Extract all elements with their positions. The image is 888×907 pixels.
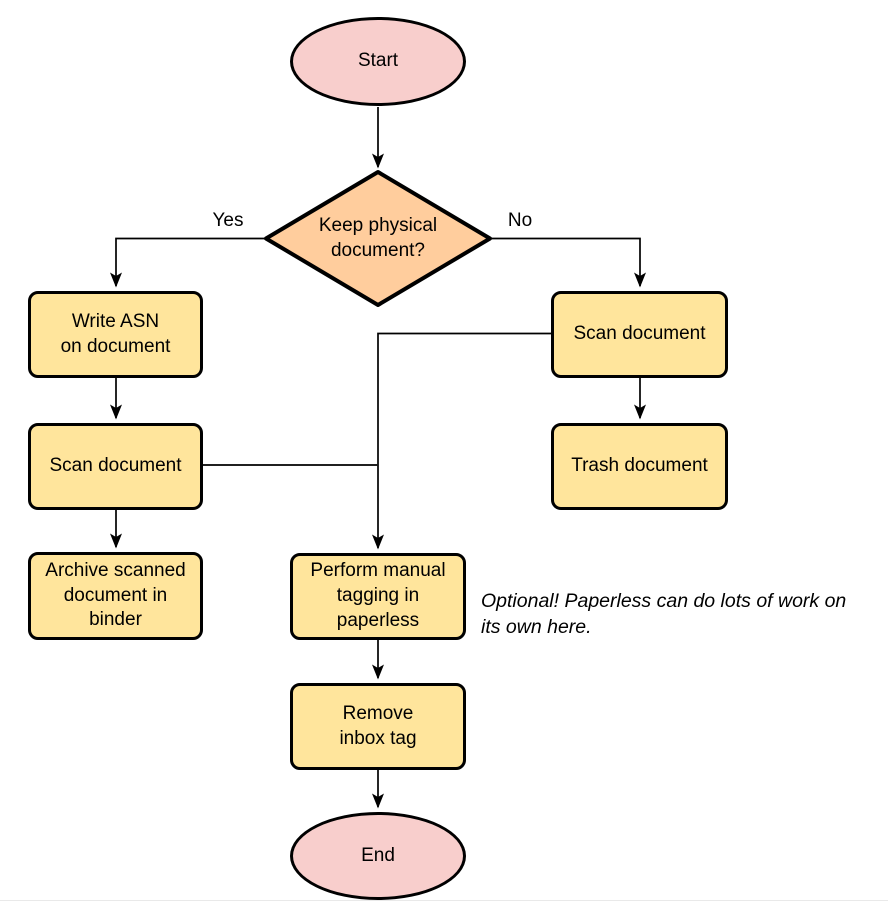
edge-decision-yes-to-write-asn	[110, 237, 266, 288]
end-terminal: End	[290, 812, 466, 900]
process-remove-inbox-tag: Remove inbox tag	[290, 683, 466, 770]
edge-label-no: No	[507, 210, 533, 231]
start-terminal: Start	[290, 17, 466, 106]
edge-decision-no-to-scan-right	[490, 237, 646, 288]
page-bottom-divider	[0, 900, 888, 901]
process-scan-document-right: Scan document	[551, 291, 728, 378]
annotation-optional-note: Optional! Paperless can do lots of work …	[481, 590, 847, 638]
edge-scan-right-to-tagging	[372, 332, 551, 550]
process-trash-document: Trash document	[551, 423, 728, 510]
process-write-asn-on-document: Write ASN on document	[28, 291, 203, 378]
decision-shape	[264, 170, 492, 307]
process-archive-scanned-document: Archive scanned document in binder	[28, 552, 203, 640]
edge-label-yes: Yes	[212, 210, 244, 231]
decision-keep-physical-document: Keep physical document?	[318, 214, 438, 261]
process-scan-document-left: Scan document	[28, 423, 203, 510]
process-manual-tagging: Perform manual tagging in paperless	[290, 553, 466, 640]
